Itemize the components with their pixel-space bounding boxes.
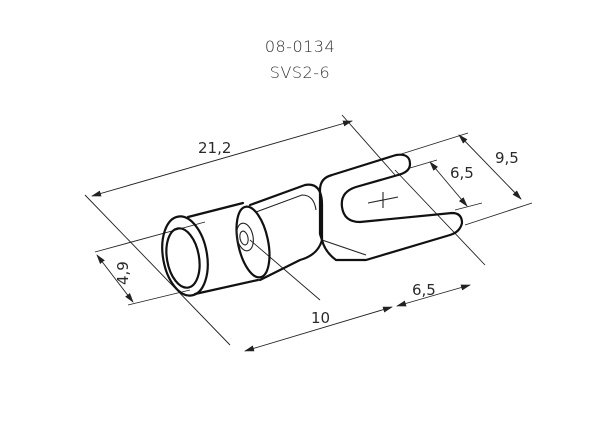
dim-fork-length: 6,5 bbox=[412, 281, 436, 299]
extension-lines bbox=[84, 114, 533, 346]
dim-overall-length: 21,2 bbox=[198, 139, 231, 157]
dim-slot-width: 6,5 bbox=[450, 164, 474, 182]
spade-terminal bbox=[161, 153, 464, 297]
dim-body-length: 10 bbox=[311, 309, 330, 327]
dim-insulation-diameter: 4,9 bbox=[114, 261, 132, 285]
model-name: SVS2-6 bbox=[269, 63, 331, 82]
dimension-lines bbox=[91, 120, 522, 352]
article-number: 08-0134 bbox=[264, 37, 336, 56]
dim-fork-width: 9,5 bbox=[495, 149, 519, 167]
